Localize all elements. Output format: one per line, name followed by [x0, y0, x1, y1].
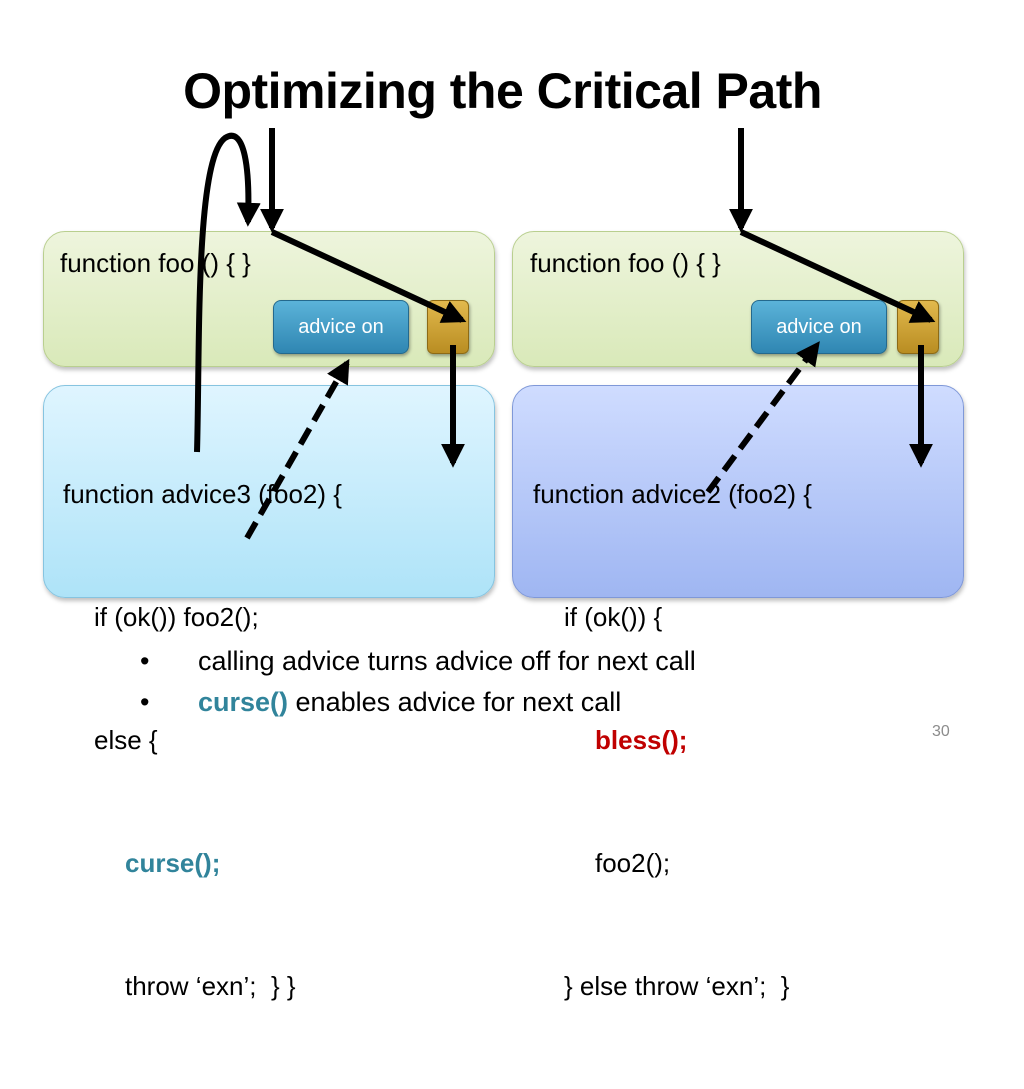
bullet-text: curse() enables advice for next call [198, 687, 621, 718]
arrows-overlay [194, 128, 936, 540]
right-dashed-arrow [705, 341, 820, 494]
slide: Optimizing the Critical Path function fo… [43, 63, 964, 1001]
page-number: 30 [932, 723, 950, 740]
bullet-dot: • [140, 646, 150, 676]
left-advice3-panel [43, 385, 495, 598]
code-line: } else throw ‘exn’; } [564, 971, 790, 1001]
bullet-text: calling advice turns advice off for next… [198, 646, 696, 676]
code-line: if (ok()) { [564, 602, 663, 632]
curse-call: curse(); [125, 848, 221, 878]
code-line: else { [94, 725, 158, 755]
code-line: foo2(); [595, 848, 671, 878]
left-dashed-arrow [244, 358, 350, 540]
right-foo-code: function foo () { } [530, 248, 721, 278]
right-advice2-panel [512, 385, 964, 598]
bless-call: bless(); [595, 725, 688, 755]
bullet-rest: enables advice for next call [288, 687, 622, 717]
curse-highlight: curse() [198, 687, 289, 717]
left-foo-code: function foo () { } [60, 248, 251, 278]
left-diagonal-arrow [270, 229, 467, 323]
left-advice-on-button[interactable]: advice on [273, 300, 409, 354]
right-diagonal-arrow [739, 229, 936, 323]
code-line: function advice3 (foo2) { [63, 479, 342, 509]
bullet-dot: • [140, 687, 150, 717]
code-line: function advice2 (foo2) { [533, 479, 812, 509]
code-line: throw ‘exn’; } } [125, 971, 296, 1001]
code-line: if (ok()) foo2(); [94, 602, 259, 632]
left-loop-arrow [194, 132, 261, 453]
slide-title: Optimizing the Critical Path [183, 63, 822, 119]
